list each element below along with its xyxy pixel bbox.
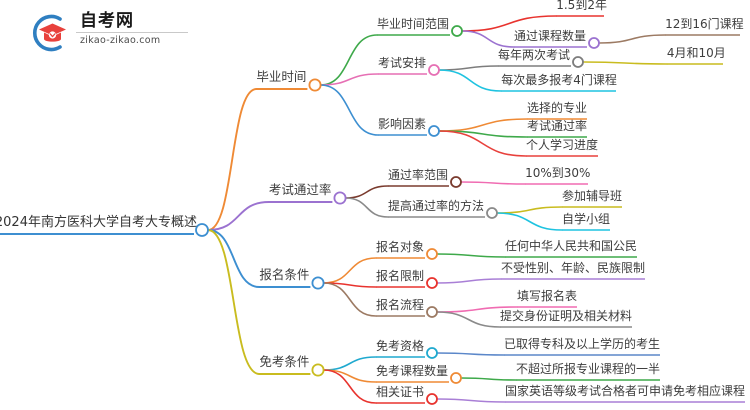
mindmap-node-label: 免考资格: [376, 338, 425, 353]
mindmap-node-label: 自学小组: [562, 211, 611, 226]
mindmap-node-label: 1.5到2年: [556, 0, 607, 12]
mindmap-nodes: [195, 25, 600, 405]
mindmap-node-label: 填写报名表: [517, 288, 578, 303]
mindmap-node-label: 提高通过率的方法: [388, 198, 485, 213]
mindmap-node-label: 12到16门课程: [665, 16, 744, 31]
mindmap-node-label: 相关证书: [376, 384, 425, 399]
logo-svg: [33, 14, 66, 52]
logo-domain: zikao-zikao.com: [80, 35, 161, 46]
mindmap-node-label: 通过课程数量: [514, 28, 587, 43]
mindmap-node-label: 考试通过率: [268, 182, 332, 198]
mindmap-node-label: 毕业时间范围: [377, 16, 450, 31]
logo-name-cn: 自考网: [80, 11, 134, 31]
mindmap-node-label: 每年两次考试: [498, 47, 571, 62]
mindmap-node-label: 报名流程: [376, 297, 425, 312]
site-logo: 自考网 zikao-zikao.com: [28, 10, 188, 56]
mindmap-node-label: 考试通过率: [527, 118, 588, 133]
mindmap-node-label: 不超过所报专业课程的一半: [516, 361, 661, 376]
mindmap-node-label: 10%到30%: [525, 165, 591, 180]
mindmap-node-label: 每次最多报考4门课程: [501, 72, 617, 87]
graduation-cap-icon: [28, 12, 70, 54]
mindmap-node-label: 不受性别、年龄、民族限制: [501, 260, 646, 275]
mindmap-node-label: 选择的专业: [527, 100, 588, 115]
mindmap-node-label: 通过率范围: [388, 167, 449, 182]
mindmap-node-label: 影响因素: [378, 116, 427, 131]
mindmap-node-label: 国家英语等级考试合格者可申请免考相应课程: [505, 383, 746, 398]
mindmap-node-label: 报名限制: [376, 268, 425, 283]
mindmap-node-label: 已取得专科及以上学历的考生: [504, 336, 661, 351]
mindmap-node-label: 免考条件: [259, 354, 310, 370]
logo-wordmark: 自考网 zikao-zikao.com: [76, 11, 188, 47]
mindmap-node-label: 提交身份证明及相关材料: [500, 308, 633, 323]
mindmap-node-label: 考试安排: [378, 55, 427, 70]
mindmap-node-label: 免考课程数量: [376, 363, 449, 378]
mindmap-node-label: 报名对象: [376, 239, 425, 254]
mindmap-node-label: 毕业时间: [256, 69, 307, 85]
mindmap-node-label: 4月和10月: [666, 45, 726, 60]
mindmap-node-label: 任何中华人民共和国公民: [505, 238, 638, 253]
mindmap-node-label: 参加辅导班: [562, 188, 623, 203]
mindmap-node-label: 个人学习进度: [526, 137, 599, 152]
mindmap-edges: [207, 15, 668, 404]
mindmap-root-label: 2024年南方医科大学自考大专概述: [0, 214, 197, 230]
logo-divider: [76, 32, 188, 33]
mindmap-node-label: 报名条件: [259, 267, 310, 283]
mindmap-underlines: [0, 15, 745, 404]
